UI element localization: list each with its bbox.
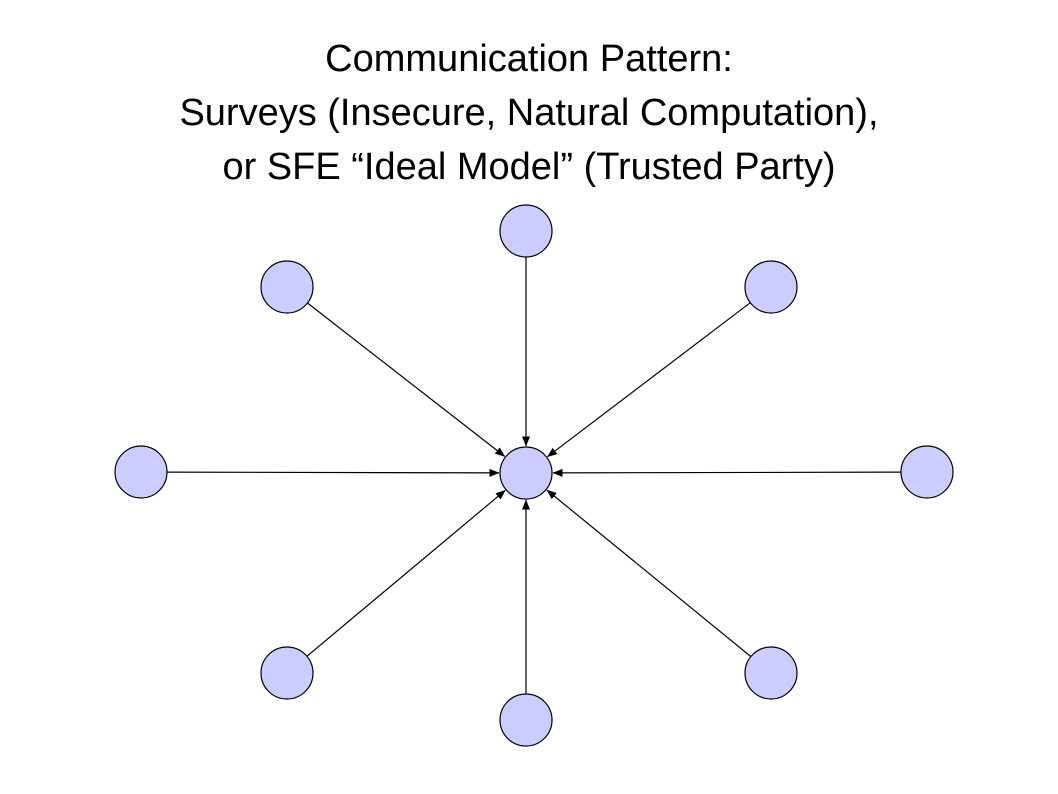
arrow-top-left-to-center (307, 302, 506, 457)
node-top-left (260, 260, 314, 314)
node-right (900, 445, 954, 499)
slide-title: Communication Pattern: Surveys (Insecure… (0, 32, 1058, 194)
node-bottom (499, 693, 553, 747)
nodes-layer (114, 204, 954, 747)
arrow-top-right-to-center (547, 302, 751, 458)
edges-layer (166, 257, 902, 694)
node-bottom-left (260, 646, 314, 700)
title-line-1: Communication Pattern: (325, 38, 733, 80)
arrow-bottom-right-to-center (546, 489, 752, 658)
node-center (499, 446, 553, 500)
node-left (114, 445, 168, 499)
arrow-left-to-center (166, 468, 500, 477)
arrow-right-to-center (552, 468, 902, 477)
node-bottom-right (744, 646, 798, 700)
title-line-2: Surveys (Insecure, Natural Computation), (179, 92, 879, 134)
node-top (499, 204, 553, 258)
arrow-bottom-left-to-center (306, 489, 506, 657)
title-line-3: or SFE “Ideal Model” (Trusted Party) (222, 146, 836, 188)
node-top-right (744, 260, 798, 314)
